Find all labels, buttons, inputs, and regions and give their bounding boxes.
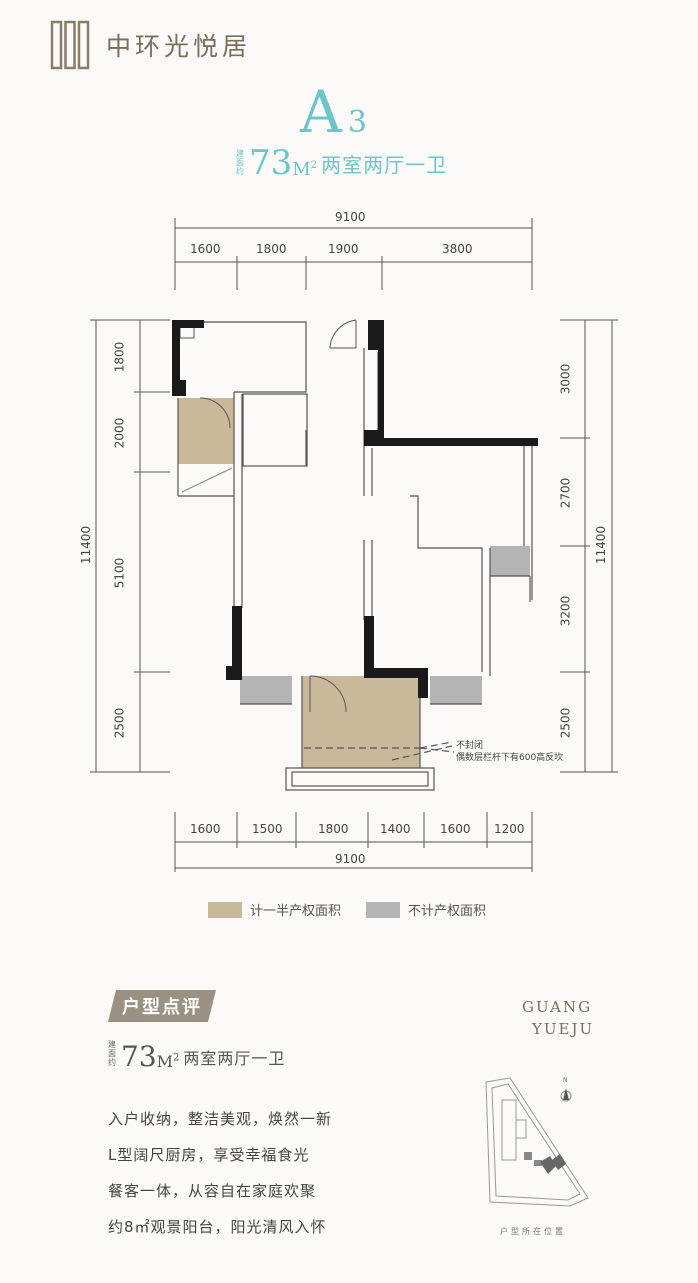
- balcony-note: 不封闭 偶数层栏杆下有600高反坎: [456, 740, 563, 764]
- area-unit: M2: [292, 159, 318, 180]
- unit-letter: A: [300, 78, 342, 146]
- top-dim-2: 1800: [256, 242, 287, 256]
- bottom-dim-1: 1600: [190, 822, 221, 836]
- review-line-2: L型阔尺厨房，享受幸福食光: [108, 1146, 310, 1164]
- area-value: 73: [249, 143, 293, 183]
- site-name: GUANG YUEJU: [522, 996, 594, 1040]
- unit-location-marker: [540, 1154, 566, 1174]
- top-dim-1: 1600: [190, 242, 221, 256]
- site-name-line-2: YUEJU: [532, 1020, 595, 1038]
- review-line-1: 入户收纳，整洁美观，焕然一新: [108, 1110, 333, 1128]
- bottom-dim-4: 1400: [380, 822, 411, 836]
- review-area-line: 建面约 73 M2 两室两厅一卫: [108, 1040, 285, 1071]
- review-tag: 户型点评: [108, 990, 216, 1022]
- legend-none-label: 不计产权面积: [408, 904, 487, 919]
- legend-none-area: 不计产权面积: [366, 900, 486, 919]
- note-line-1: 不封闭: [456, 741, 484, 751]
- legend-half-swatch: [208, 901, 242, 918]
- brand-logo-icon: [50, 20, 90, 70]
- site-plan-map: N: [485, 1077, 589, 1207]
- legend-half-area: 计一半产权面积: [208, 900, 341, 919]
- bottom-dim-5: 1600: [440, 822, 471, 836]
- brand-name: 中环光悦居: [106, 32, 252, 61]
- note-line-2: 偶数层栏杆下有600高反坎: [456, 753, 564, 763]
- unit-area-line: 建面约 73 M2 两室两厅一卫: [236, 146, 447, 180]
- brand-header: 中环光悦居: [50, 20, 251, 70]
- north-label: N: [563, 1077, 568, 1084]
- site-caption: 户型所在位置: [500, 1227, 566, 1236]
- top-total-dim: 9100: [335, 210, 366, 224]
- review-layout-name: 两室两厅一卫: [183, 1049, 286, 1068]
- ac-platform-right: [430, 676, 482, 704]
- site-name-line-1: GUANG: [522, 998, 593, 1016]
- top-dim-4: 3800: [442, 242, 473, 256]
- ac-platform-left: [240, 676, 292, 704]
- bottom-dim-6: 1200: [494, 822, 525, 836]
- top-dim-3: 1900: [328, 242, 359, 256]
- review-area-unit: M2: [156, 1052, 180, 1071]
- bottom-dim-3: 1800: [318, 822, 349, 836]
- layout-name: 两室两厅一卫: [321, 153, 448, 177]
- review-line-4: 约8㎡观景阳台，阳光清风入怀: [108, 1218, 327, 1236]
- review-line-3: 餐客一体，从容自在家庭欢聚: [108, 1182, 317, 1200]
- review-area-prefix: 建面约: [108, 1040, 116, 1067]
- half-area-balcony: [302, 676, 420, 768]
- unit-number: 3: [347, 105, 367, 140]
- bottom-total-dim: 9100: [335, 852, 366, 866]
- bottom-dim-2: 1500: [252, 822, 283, 836]
- area-prefix: 建面约: [236, 149, 244, 176]
- legend-none-swatch: [366, 901, 400, 918]
- review-area-value: 73: [121, 1040, 157, 1073]
- north-arrow-icon: [560, 1088, 572, 1102]
- half-area-storage: [178, 398, 234, 464]
- legend-half-label: 计一半产权面积: [250, 904, 342, 919]
- ac-platform-east: [490, 546, 530, 576]
